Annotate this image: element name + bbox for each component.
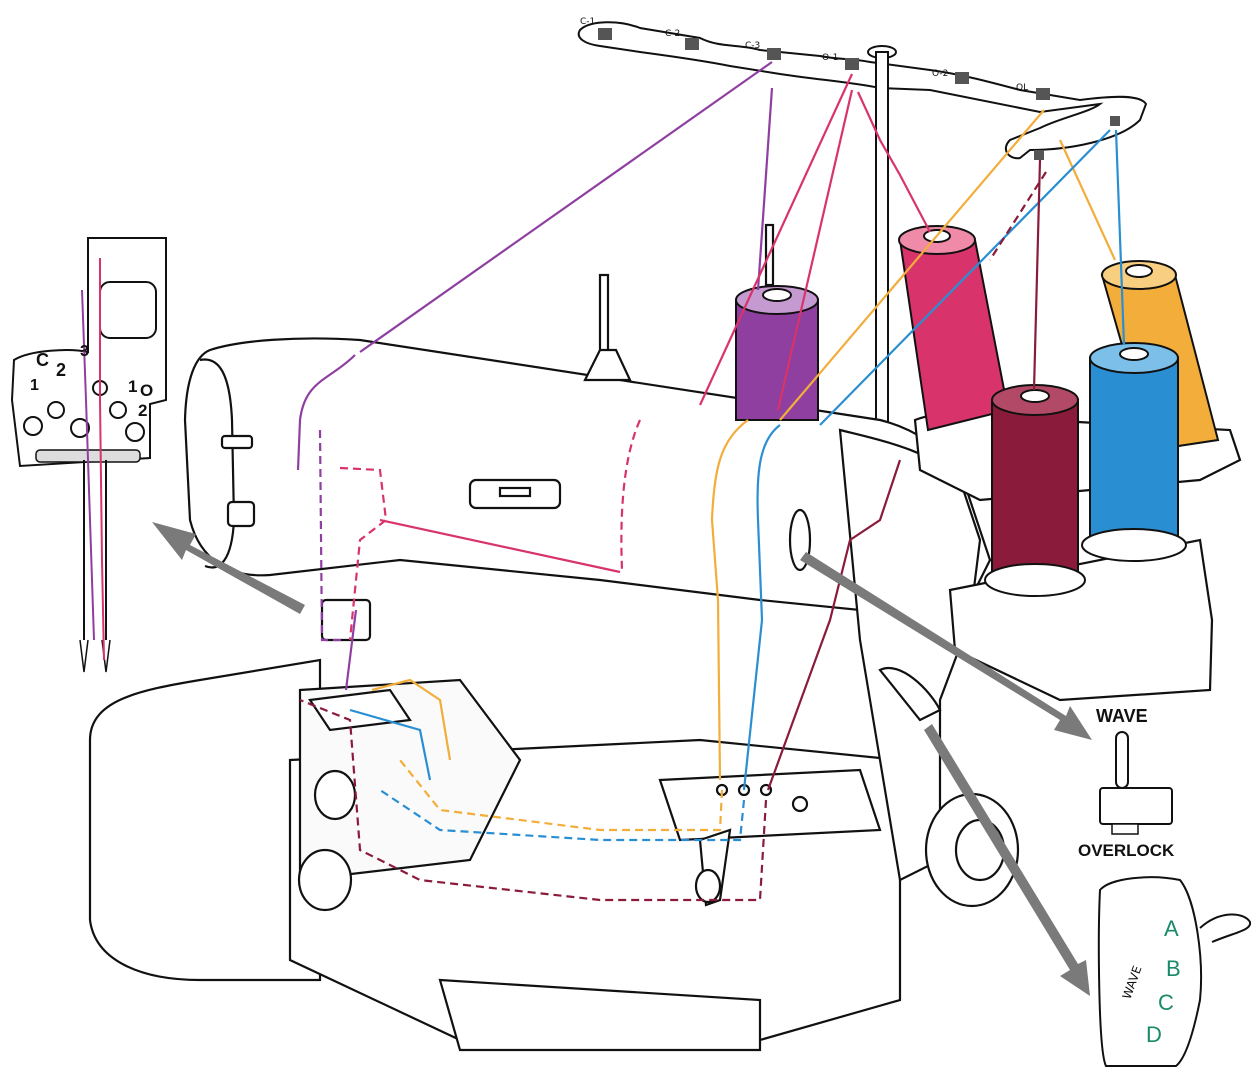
thread-path-orange xyxy=(371,109,1116,832)
needle-plate-label-2-right: 2 xyxy=(138,401,147,420)
spool-purple xyxy=(735,285,819,421)
needle-plate-label-3: 3 xyxy=(80,343,89,360)
needle-plate-inset: C 2 3 1 1 O 2 xyxy=(10,237,167,673)
wave-switch-bottom-label: OVERLOCK xyxy=(1078,841,1175,860)
dial-position-c: C xyxy=(1158,990,1174,1015)
thread-guide-label-o2: O-2 xyxy=(932,69,948,79)
dial-position-a: A xyxy=(1164,916,1179,941)
needle-plate-label-o: O xyxy=(140,381,153,400)
thread-path-purple xyxy=(296,61,774,691)
thread-guide-label-c3: C-3 xyxy=(745,41,760,51)
thread-guide-label-c1: C-1 xyxy=(580,17,595,27)
thread-path-blue xyxy=(349,129,1126,842)
serger-machine-body xyxy=(88,223,1242,1052)
thread-guide-label-o1: O-1 xyxy=(822,53,838,63)
wave-overlock-switch: WAVE OVERLOCK xyxy=(1078,706,1175,860)
callout-arrows xyxy=(152,522,1092,996)
wave-switch-top-label: WAVE xyxy=(1096,706,1148,726)
thread-guide-label-c2: C-2 xyxy=(665,29,680,39)
stitch-dial-inset: A B C D WAVE xyxy=(1097,876,1252,1067)
dial-position-d: D xyxy=(1146,1022,1162,1047)
needle-plate-label-c: C xyxy=(36,350,49,370)
needle-plate-label-2: 2 xyxy=(56,360,66,380)
thread-path-magenta xyxy=(339,73,931,641)
thread-path-crimson xyxy=(299,159,1047,902)
thread-guide-label-ol: OL xyxy=(1016,83,1028,93)
dial-position-b: B xyxy=(1166,956,1181,981)
needle-plate-label-1-left: 1 xyxy=(30,377,39,394)
spool-blue xyxy=(1081,342,1187,562)
spool-crimson xyxy=(984,384,1086,597)
thread-guide-bar: C-1 C-2 C-3 O-1 O-2 OL xyxy=(577,17,1148,433)
needle-plate-label-1-right: 1 xyxy=(128,377,137,396)
